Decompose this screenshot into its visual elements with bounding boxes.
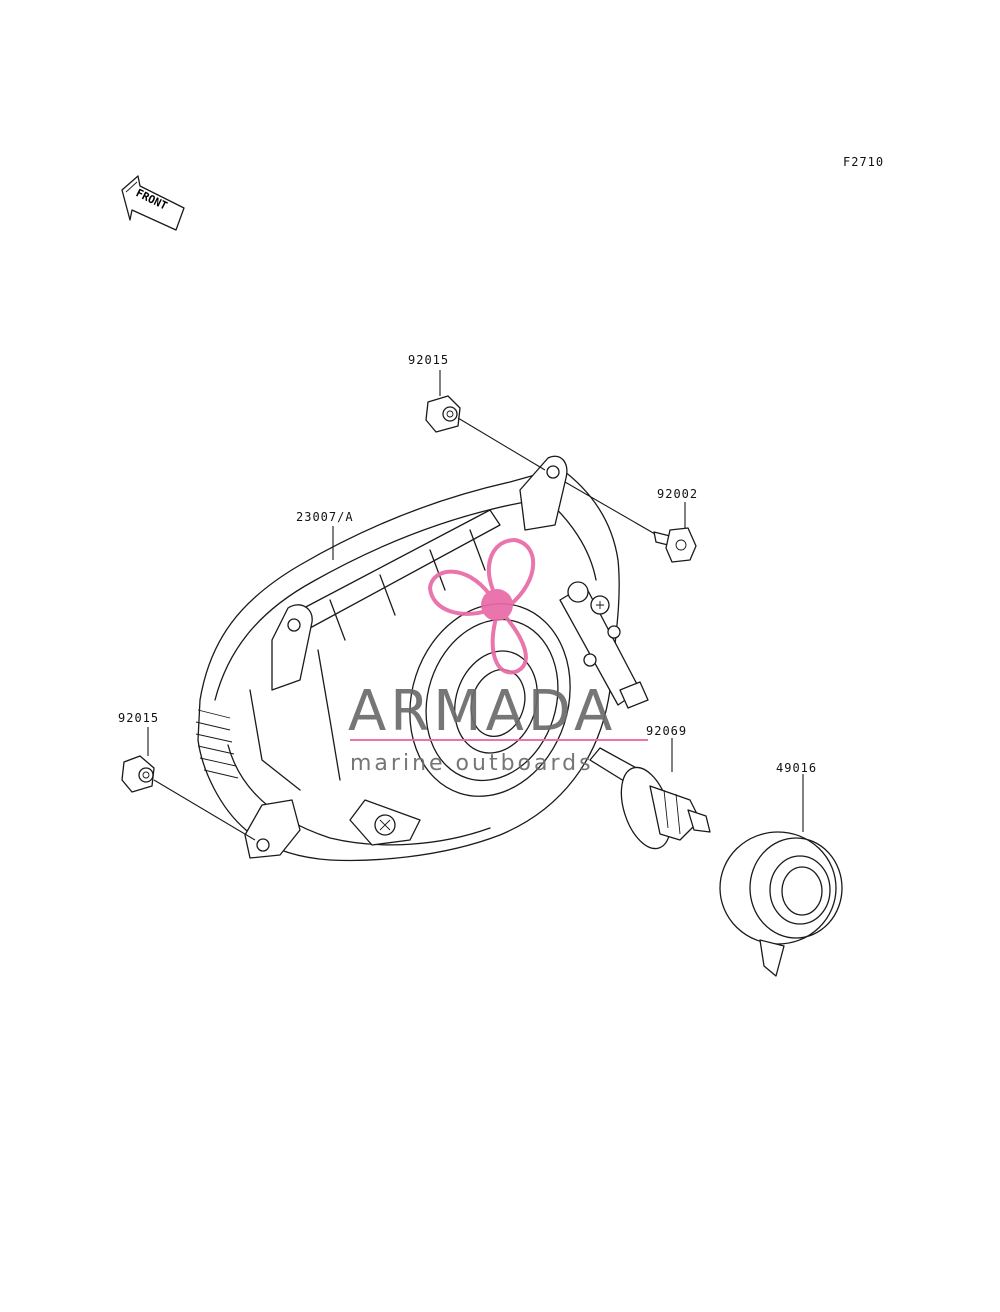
callout-p5: 92069 — [646, 724, 687, 738]
bolt-flange — [653, 527, 697, 563]
propeller-logo-icon — [427, 537, 536, 675]
clip-nut-upper — [425, 395, 461, 433]
callout-p2: 92002 — [657, 487, 698, 501]
dust-cover — [719, 831, 843, 977]
headlight-bulb — [589, 747, 711, 850]
watermark: ARMADA marine outboards — [348, 537, 648, 776]
callout-p6: 49016 — [776, 761, 817, 775]
aim-adjuster-upper — [559, 581, 649, 709]
clip-nut-lower — [121, 755, 155, 793]
callout-p3: 23007/A — [296, 510, 354, 524]
figure-code: F2710 — [843, 155, 884, 169]
callout-p1: 92015 — [408, 353, 449, 367]
watermark-brand: ARMADA — [348, 679, 616, 744]
aim-adjuster-lower — [349, 799, 421, 846]
callout-p4: 92015 — [118, 711, 159, 725]
watermark-tagline: marine outboards — [350, 751, 594, 776]
front-arrow-icon: FRONT — [121, 175, 185, 231]
headlight-housing — [195, 455, 649, 862]
